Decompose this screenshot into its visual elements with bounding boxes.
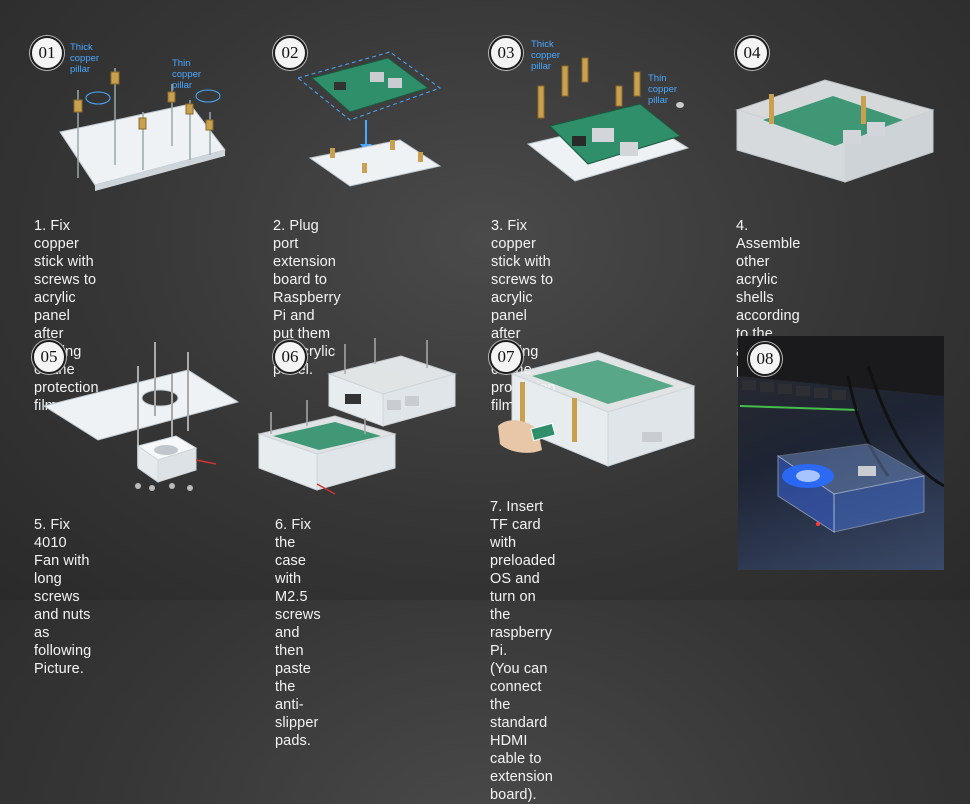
step-07-tf-card-insert-illustration (498, 351, 696, 467)
step-01-thick-pillar-note: Thick copper pillar (70, 42, 100, 75)
step-08-lit-case-photo (738, 336, 944, 533)
step-03-pillars-on-board-illustration (526, 57, 690, 182)
step-04-number-badge: 04 (735, 36, 769, 70)
step-04-acrylic-shell-illustration (735, 79, 935, 183)
step-01-acrylic-panel-illustration (59, 68, 226, 191)
step-03-thick-pillar-note: Thick copper pillar (531, 39, 561, 72)
step-07-caption: 7. Insert TF card with preloaded OS and … (490, 499, 556, 803)
step-06-number-badge: 06 (273, 340, 307, 374)
step-06-caption: 6. Fix the case with M2.5 screws and the… (275, 517, 321, 749)
step-07-number-badge: 07 (489, 340, 523, 374)
step-01-thin-pillar-note: Thin copper pillar (172, 58, 202, 91)
step-08-number-badge: 08 (748, 342, 782, 376)
step-01-number-badge: 01 (30, 36, 64, 70)
step-05-fan-mount-illustration (42, 342, 240, 491)
step-03-thin-pillar-note: Thin copper pillar (648, 73, 678, 106)
step-08-photo: 08 (738, 336, 944, 570)
step-03-number-badge: 03 (489, 36, 523, 70)
step-05-caption: 5. Fix 4010 Fan with long screws and nut… (34, 517, 92, 677)
step-06-case-assembly-illustration (257, 338, 457, 495)
step-02-board-on-panel-illustration (296, 51, 442, 187)
step-05-number-badge: 05 (32, 340, 66, 374)
step-02-number-badge: 02 (273, 36, 307, 70)
